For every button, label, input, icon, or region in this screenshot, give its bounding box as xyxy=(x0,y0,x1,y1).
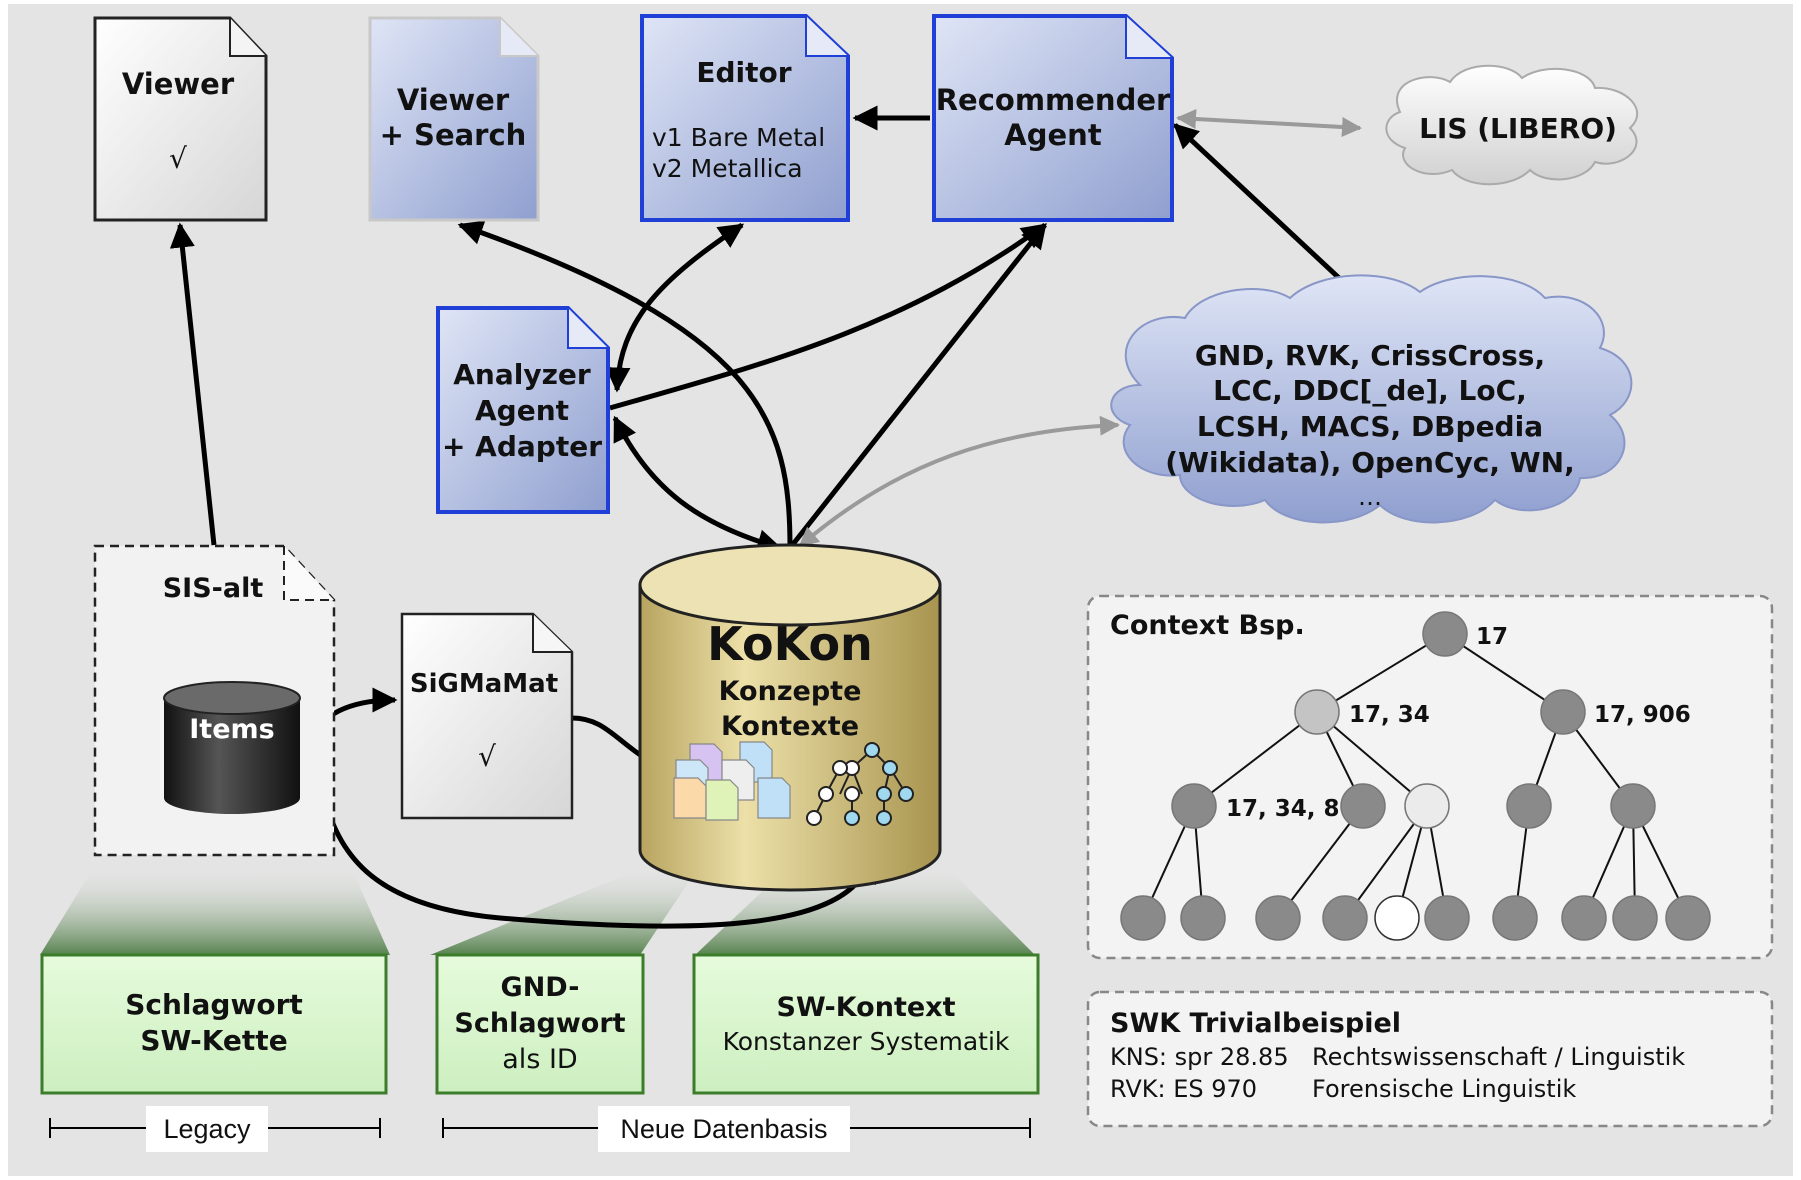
tree-node xyxy=(1506,783,1552,829)
legacy-fade xyxy=(40,865,390,955)
tree-node xyxy=(1610,783,1656,829)
tree-node-root xyxy=(1422,611,1468,657)
viewer-doc: Viewer √ xyxy=(93,16,268,222)
tree-structure-icon xyxy=(806,742,914,826)
tree-leaf xyxy=(1612,895,1658,941)
sigmamat-checkmark: √ xyxy=(478,740,496,773)
tree-label-17-906: 17, 906 xyxy=(1594,702,1691,728)
tree-label-17-34-8: 17, 34, 8 xyxy=(1226,796,1340,822)
editor-title: Editor xyxy=(696,56,791,89)
analyzer-line1: Analyzer xyxy=(453,358,591,391)
arrow-analyzer-to-recommender xyxy=(609,222,1048,411)
schlagwort-line1: Schlagwort xyxy=(125,988,303,1021)
tree-leaf xyxy=(1561,895,1607,941)
tree-leaf xyxy=(1322,895,1368,941)
recommender-line1: Recommender xyxy=(936,83,1171,117)
tree-leaf xyxy=(1374,895,1420,941)
swk-kns-text: Rechtswissenschaft / Linguistik xyxy=(1312,1043,1685,1071)
viewer-title: Viewer xyxy=(122,67,235,101)
sources-line4: (Wikidata), OpenCyc, WN, xyxy=(1165,446,1574,479)
sources-line3: LCSH, MACS, DBpedia xyxy=(1197,410,1543,443)
gnd-box: GND- Schlagwort als ID xyxy=(435,953,645,1095)
recommender-line2: Agent xyxy=(1004,118,1102,152)
analyzer-doc: Analyzer Agent + Adapter xyxy=(436,306,610,514)
schlagwort-box: Schlagwort SW-Kette xyxy=(40,953,388,1095)
tree-label-17-34: 17, 34 xyxy=(1349,702,1430,728)
arrow-editor-analyzer xyxy=(605,222,745,393)
recommender-doc: Recommender Agent xyxy=(932,14,1174,222)
documents-icon xyxy=(673,741,791,821)
gnd-line2: Schlagwort xyxy=(454,1008,625,1039)
viewer-search-line1: Viewer xyxy=(397,83,510,117)
editor-line1: v1 Bare Metal xyxy=(652,123,825,152)
sis-alt-doc: SIS-alt Items xyxy=(93,544,336,857)
lis-label: LIS (LIBERO) xyxy=(1419,112,1617,145)
swk-example-panel: SWK Trivialbeispiel KNS: spr 28.85 Recht… xyxy=(1086,990,1774,1128)
gnd-fade xyxy=(430,865,700,955)
editor-line2: v2 Metallica xyxy=(652,154,803,183)
context-tree-nodes xyxy=(1120,611,1711,941)
swkontext-line1: SW-Kontext xyxy=(777,992,956,1023)
tree-node-17-34-8 xyxy=(1171,783,1217,829)
viewer-checkmark: √ xyxy=(169,142,187,175)
analyzer-line3: + Adapter xyxy=(442,430,602,463)
tree-leaf xyxy=(1424,895,1470,941)
grey-arrows xyxy=(798,109,1362,548)
viewer-search-line2: + Search xyxy=(380,118,527,152)
kokon-line1: Konzepte xyxy=(719,676,862,707)
sigmamat-doc: SiGMaMat √ xyxy=(400,612,574,820)
sources-line2: LCC, DDC[_de], LoC, xyxy=(1213,374,1527,407)
swk-title: SWK Trivialbeispiel xyxy=(1110,1008,1401,1039)
tree-node xyxy=(1404,783,1450,829)
editor-doc: Editor v1 Bare Metal v2 Metallica xyxy=(640,14,850,222)
tree-label-root: 17 xyxy=(1476,624,1508,650)
sources-line5: … xyxy=(1358,483,1382,511)
tree-leaf xyxy=(1255,895,1301,941)
gnd-line1: GND- xyxy=(501,972,580,1003)
tree-node-17-34 xyxy=(1294,689,1340,735)
swk-kns-prefix: KNS: spr 28.85 xyxy=(1110,1043,1289,1071)
arrow-sis-to-viewer xyxy=(169,222,217,546)
swk-rvk-text: Forensische Linguistik xyxy=(1312,1075,1576,1103)
legacy-bracket: Legacy xyxy=(49,1106,381,1152)
context-title: Context Bsp. xyxy=(1110,610,1305,641)
arrow-kokon-sources xyxy=(798,415,1120,548)
legacy-label: Legacy xyxy=(163,1114,251,1144)
kokon-database: KoKon Konzepte Kontexte xyxy=(638,543,942,892)
sources-cloud: GND, RVK, CrissCross, LCC, DDC[_de], LoC… xyxy=(1110,274,1633,524)
swkontext-line2: Konstanzer Systematik xyxy=(723,1027,1010,1056)
neue-datenbasis-bracket: Neue Datenbasis xyxy=(442,1106,1031,1152)
tree-node xyxy=(1340,783,1386,829)
swk-rvk-prefix: RVK: ES 970 xyxy=(1110,1075,1257,1103)
sigmamat-title: SiGMaMat xyxy=(410,669,558,699)
context-example-panel: Context Bsp. xyxy=(1086,594,1774,960)
sis-alt-title: SIS-alt xyxy=(163,573,264,604)
swkontext-box: SW-Kontext Konstanzer Systematik xyxy=(692,953,1040,1095)
schlagwort-line2: SW-Kette xyxy=(140,1024,287,1057)
tree-leaf xyxy=(1665,895,1711,941)
arrow-recommender-lis xyxy=(1176,109,1362,137)
arrow-recommender-sources xyxy=(1173,123,1370,307)
sources-line1: GND, RVK, CrissCross, xyxy=(1195,339,1545,372)
tree-leaf xyxy=(1180,895,1226,941)
analyzer-line2: Agent xyxy=(475,394,569,427)
tree-leaf xyxy=(1492,895,1538,941)
tree-leaf xyxy=(1120,895,1166,941)
items-label: Items xyxy=(189,714,274,745)
neue-datenbasis-label: Neue Datenbasis xyxy=(620,1114,827,1144)
kokon-title: KoKon xyxy=(707,617,873,671)
kokon-line2: Kontexte xyxy=(721,711,859,742)
items-database-icon: Items xyxy=(163,681,301,814)
arrow-analyzer-kokon xyxy=(612,415,783,554)
viewer-search-doc: Viewer + Search xyxy=(368,16,540,222)
lis-cloud: LIS (LIBERO) xyxy=(1385,64,1638,186)
gnd-line3: als ID xyxy=(502,1044,577,1075)
tree-node-17-906 xyxy=(1540,689,1586,735)
